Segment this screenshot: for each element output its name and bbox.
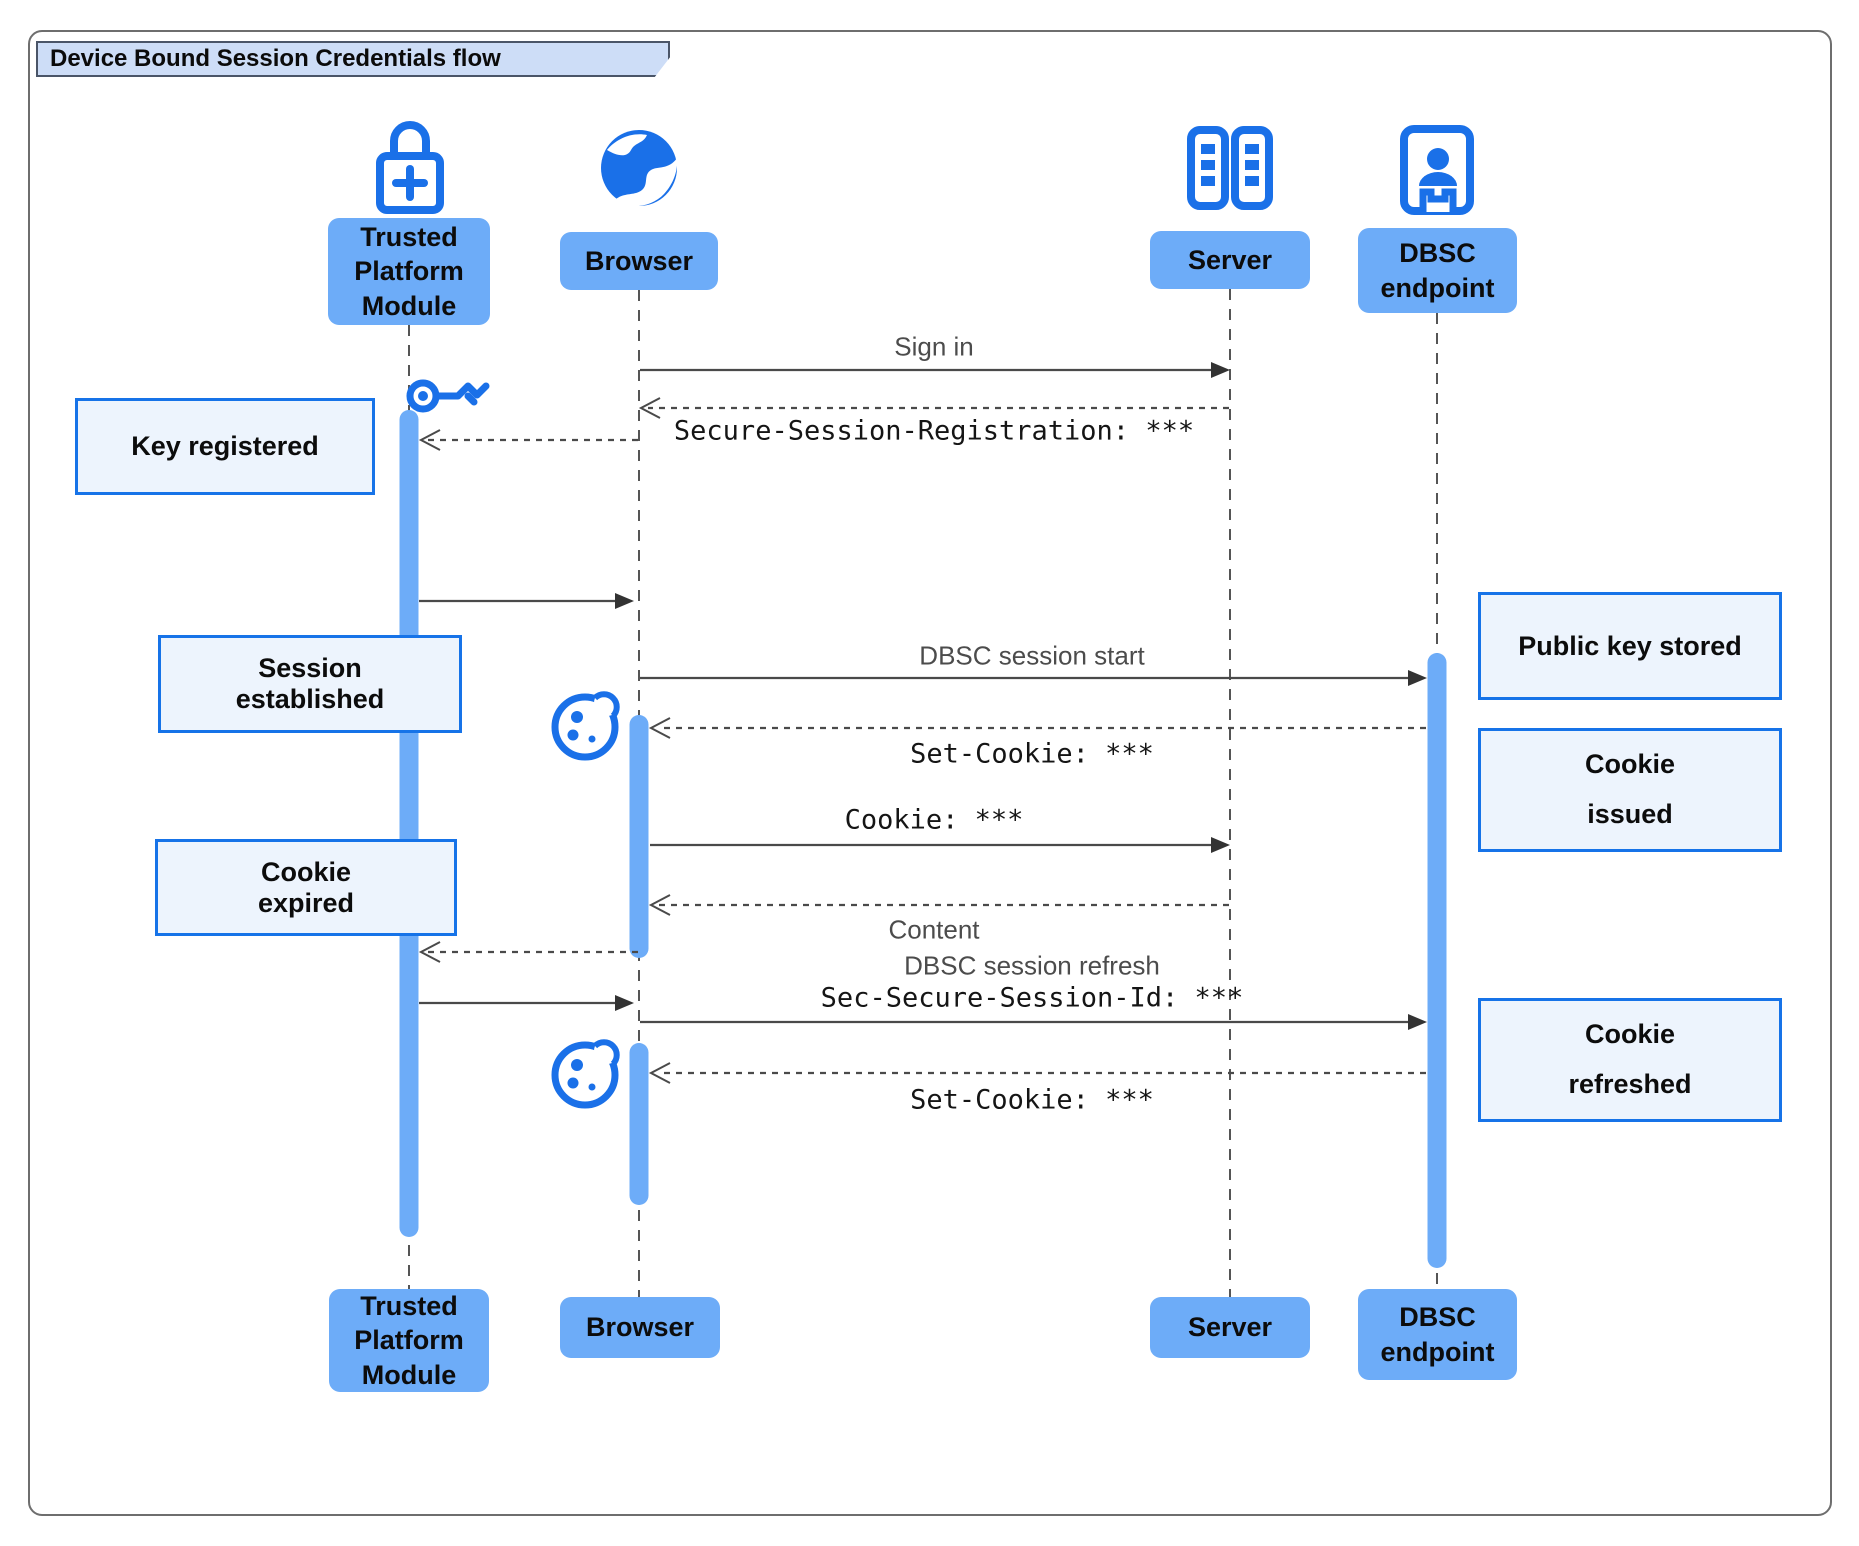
message-label-set-cookie-2: Set-Cookie: *** — [910, 1084, 1154, 1116]
note-cookie-issued: Cookie issued — [1478, 728, 1782, 852]
server-rack-icon — [1187, 126, 1273, 210]
diagram-title: Device Bound Session Credentials flow — [50, 45, 501, 72]
arrowhead-sign-in — [1211, 362, 1230, 378]
arrowhead-key-returned-2 — [615, 995, 634, 1011]
participant-bottom-tpm: Trusted Platform Module — [329, 1289, 489, 1392]
key-icon — [406, 379, 490, 413]
arrowhead-set-cookie-1 — [648, 717, 671, 739]
arrowhead-set-cookie-2 — [648, 1062, 671, 1084]
arrowhead-register-key — [418, 429, 441, 451]
message-label-content: Content — [888, 914, 980, 945]
participant-bottom-dbsc: DBSC endpoint — [1358, 1289, 1517, 1380]
note-cookie-refreshed: Cookie refreshed — [1478, 998, 1782, 1122]
cookie-icon — [551, 1038, 620, 1109]
cookie-icon — [551, 690, 620, 761]
activation-bar-browser-2 — [629, 1043, 649, 1205]
diagram-title-tab: Device Bound Session Credentials flow — [36, 41, 670, 77]
message-label-session-registration: Secure-Session-Registration: *** — [673, 415, 1195, 447]
activation-bar-browser-1 — [629, 715, 649, 958]
arrowhead-session-registration — [638, 397, 661, 419]
arrowhead-content — [648, 894, 671, 916]
message-label-sign-in: Sign in — [894, 331, 974, 362]
arrowhead-dbsc-session-refresh — [1408, 1014, 1427, 1030]
message-label-dbsc-session-start: DBSC session start — [919, 640, 1145, 671]
participant-bottom-server: Server — [1150, 1297, 1310, 1358]
lock-plus-icon — [376, 121, 444, 214]
arrowhead-dbsc-session-start — [1408, 670, 1427, 686]
participant-top-server: Server — [1150, 231, 1310, 289]
participant-top-browser: Browser — [560, 232, 718, 290]
message-label-dbsc-session-refresh: DBSC session refresh — [904, 950, 1160, 981]
participant-top-dbsc: DBSC endpoint — [1358, 228, 1517, 313]
arrowhead-key-returned — [615, 593, 634, 609]
note-key-registered: Key registered — [75, 398, 375, 495]
message-label-sec-secure-session-id: Sec-Secure-Session-Id: *** — [820, 982, 1244, 1014]
note-cookie-expired: Cookie expired — [155, 839, 457, 936]
activation-bar-tpm — [399, 410, 419, 1237]
message-label-set-cookie-1: Set-Cookie: *** — [910, 738, 1154, 770]
participant-top-tpm: Trusted Platform Module — [328, 218, 490, 325]
arrowhead-refresh-key — [418, 941, 441, 963]
message-label-cookie: Cookie: *** — [844, 804, 1024, 836]
note-session-established: Session established — [158, 635, 462, 733]
participant-bottom-browser: Browser — [560, 1297, 720, 1358]
arrowhead-cookie — [1211, 837, 1230, 853]
activation-bar-dbsc — [1427, 653, 1447, 1268]
door-person-icon — [1400, 125, 1474, 215]
globe-icon — [601, 130, 678, 207]
note-public-key-stored: Public key stored — [1478, 592, 1782, 700]
